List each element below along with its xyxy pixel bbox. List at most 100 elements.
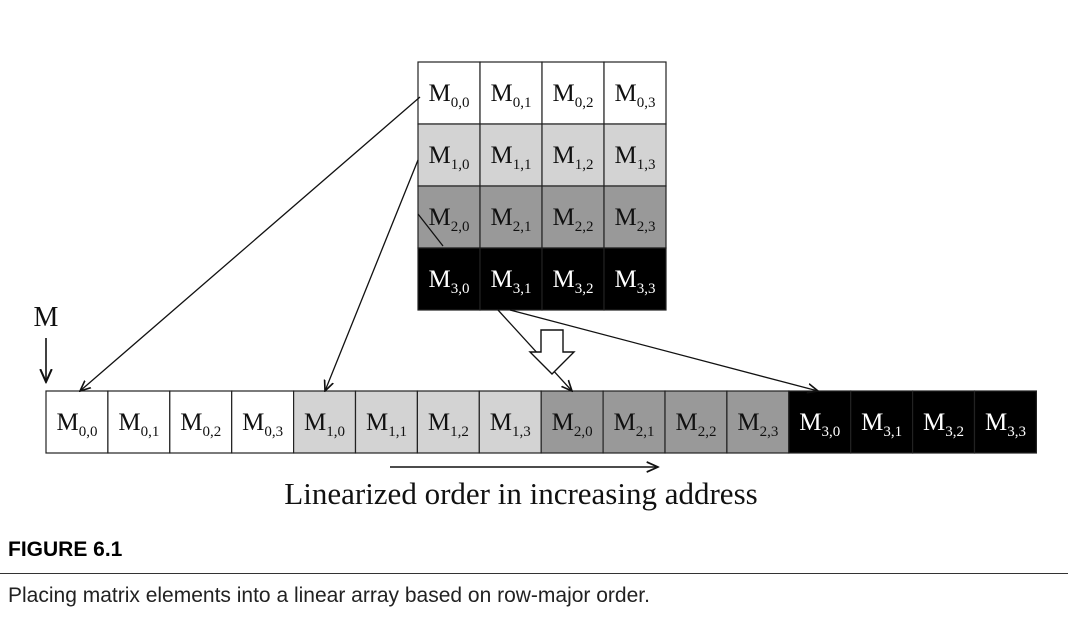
linear-cell-3-3: M3,3 xyxy=(973,390,1038,454)
linear-cell-1-1: M1,1 xyxy=(354,390,419,454)
matrix-cell-1-3-label: M1,3 xyxy=(615,142,656,173)
figure-label: FIGURE 6.1 xyxy=(8,538,123,561)
matrix-grid: M0,0 M0,1 M0,2 M0,3M1,0 M1,1 M1,2 M1,3M2,0 M2,1… xyxy=(417,61,667,311)
matrix-cell-3-3: M3,3 xyxy=(603,247,667,311)
matrix-cell-1-1: M1,1 xyxy=(479,123,543,187)
linear-cell-3-3-label: M3,3 xyxy=(985,409,1026,440)
matrix-cell-2-3: M2,3 xyxy=(603,185,667,249)
linear-cell-0-2: M0,2 xyxy=(169,390,233,454)
linear-cell-2-2-box xyxy=(664,390,728,454)
linear-cell-2-2: M2,2 xyxy=(664,390,728,454)
linear-cell-2-3: M2,3 xyxy=(726,390,790,454)
matrix-cell-0-2-label: M0,2 xyxy=(553,80,594,111)
linear-cell-2-2-label: M2,2 xyxy=(675,409,716,440)
matrix-cell-0-1: M0,1 xyxy=(479,61,543,125)
matrix-cell-3-2: M3,2 xyxy=(541,247,605,311)
matrix-cell-2-3-label: M2,3 xyxy=(615,204,656,235)
matrix-cell-0-0-box xyxy=(417,61,481,125)
linear-cell-2-1-label: M2,1 xyxy=(614,409,655,440)
matrix-cell-1-0: M1,0 xyxy=(417,123,481,187)
linear-cell-0-0-box xyxy=(45,390,109,454)
linear-cell-1-3-box xyxy=(478,390,542,454)
matrix-cell-3-3-label: M3,3 xyxy=(615,266,656,297)
linear-cell-1-0: M1,0 xyxy=(293,390,357,454)
down-block-arrow xyxy=(528,329,576,375)
linear-cell-1-1-label: M1,1 xyxy=(366,409,407,440)
matrix-cell-0-2-box xyxy=(541,61,605,125)
linear-cell-3-0: M3,0 xyxy=(788,390,852,454)
matrix-cell-0-1-label: M0,1 xyxy=(491,80,532,111)
linear-cell-0-2-box xyxy=(169,390,233,454)
linearized-order-caption: Linearized order in increasing address xyxy=(284,476,757,511)
matrix-cell-2-1-label: M2,1 xyxy=(491,204,532,235)
linear-cell-1-2-label: M1,2 xyxy=(428,409,469,440)
matrix-cell-1-3-box xyxy=(603,123,667,187)
mapping-arrow-row-1 xyxy=(325,159,419,391)
matrix-cell-3-1: M3,1 xyxy=(479,247,543,311)
linear-cell-3-2-box xyxy=(911,390,976,454)
figure-divider xyxy=(0,573,1068,574)
matrix-cell-1-3: M1,3 xyxy=(603,123,667,187)
mapping-arrows xyxy=(80,96,818,391)
linear-cell-0-1: M0,1 xyxy=(107,390,171,454)
matrix-cell-1-1-box xyxy=(479,123,543,187)
matrix-cell-0-0-label: M0,0 xyxy=(429,80,470,111)
matrix-cell-0-3-box xyxy=(603,61,667,125)
matrix-cell-2-3-box xyxy=(603,185,667,249)
linear-cell-2-3-box xyxy=(726,390,790,454)
matrix-cell-2-1: M2,1 xyxy=(479,185,543,249)
matrix-base-label: M xyxy=(34,302,59,333)
linear-cell-3-0-box xyxy=(788,390,852,454)
mapping-arrow-row-0 xyxy=(80,96,421,391)
linear-cell-0-2-label: M0,2 xyxy=(180,409,221,440)
linear-cell-1-2-box xyxy=(416,390,480,454)
figure-caption: Placing matrix elements into a linear ar… xyxy=(8,584,650,607)
matrix-cell-0-3: M0,3 xyxy=(603,61,667,125)
linear-cell-1-0-label: M1,0 xyxy=(304,409,345,440)
linear-cell-2-3-label: M2,3 xyxy=(737,409,778,440)
matrix-cell-1-1-label: M1,1 xyxy=(491,142,532,173)
linear-cell-3-0-label: M3,0 xyxy=(799,409,840,440)
matrix-cell-0-3-label: M0,3 xyxy=(615,80,656,111)
matrix-cell-1-0-box xyxy=(417,123,481,187)
matrix-cell-1-2-label: M1,2 xyxy=(553,142,594,173)
linear-array: M0,0 M0,1 M0,2 M0,3 M1,0 M1,1 M1,2 M1,3 M2,0 M2,1… xyxy=(45,390,1038,454)
linear-cell-0-3-box xyxy=(231,390,295,454)
linear-cell-0-3-label: M0,3 xyxy=(242,409,283,440)
linear-cell-0-0-label: M0,0 xyxy=(56,409,97,440)
linear-cell-3-2: M3,2 xyxy=(911,390,976,454)
matrix-cell-2-0-label: M2,0 xyxy=(429,204,470,235)
linear-cell-3-1-label: M3,1 xyxy=(861,409,902,440)
mapping-arrow-row-2 xyxy=(417,213,444,247)
linear-cell-3-3-box xyxy=(973,390,1038,454)
mapping-arrow-row-2-lower xyxy=(497,309,572,391)
matrix-cell-3-0: M3,0 xyxy=(417,247,481,311)
linear-cell-0-0: M0,0 xyxy=(45,390,109,454)
linear-cell-2-1: M2,1 xyxy=(602,390,666,454)
matrix-cell-1-2: M1,2 xyxy=(541,123,605,187)
linear-cell-1-2: M1,2 xyxy=(416,390,480,454)
matrix-cell-3-1-label: M3,1 xyxy=(491,266,532,297)
base-pointer: M xyxy=(34,302,59,382)
linear-cell-0-1-label: M0,1 xyxy=(118,409,159,440)
linear-cell-0-3: M0,3 xyxy=(231,390,295,454)
linear-cell-2-0: M2,0 xyxy=(540,390,604,454)
matrix-cell-3-0-label: M3,0 xyxy=(429,266,470,297)
linear-cell-1-3: M1,3 xyxy=(478,390,542,454)
linear-cell-2-0-label: M2,0 xyxy=(552,409,593,440)
matrix-cell-1-0-label: M1,0 xyxy=(429,142,470,173)
matrix-cell-3-3-box xyxy=(603,247,667,311)
matrix-cell-0-2: M0,2 xyxy=(541,61,605,125)
matrix-cell-2-2-box xyxy=(541,185,605,249)
linear-cell-3-1: M3,1 xyxy=(850,390,914,454)
matrix-cell-2-2: M2,2 xyxy=(541,185,605,249)
matrix-cell-3-2-label: M3,2 xyxy=(553,266,594,297)
matrix-cell-2-0: M2,0 xyxy=(417,185,481,249)
linear-cell-1-3-label: M1,3 xyxy=(490,409,531,440)
mapping-arrow-row-3 xyxy=(509,309,818,391)
matrix-cell-0-0: M0,0 xyxy=(417,61,481,125)
linear-cell-3-2-label: M3,2 xyxy=(923,409,964,440)
linear-cell-1-0-box xyxy=(293,390,357,454)
matrix-cell-2-2-label: M2,2 xyxy=(553,204,594,235)
